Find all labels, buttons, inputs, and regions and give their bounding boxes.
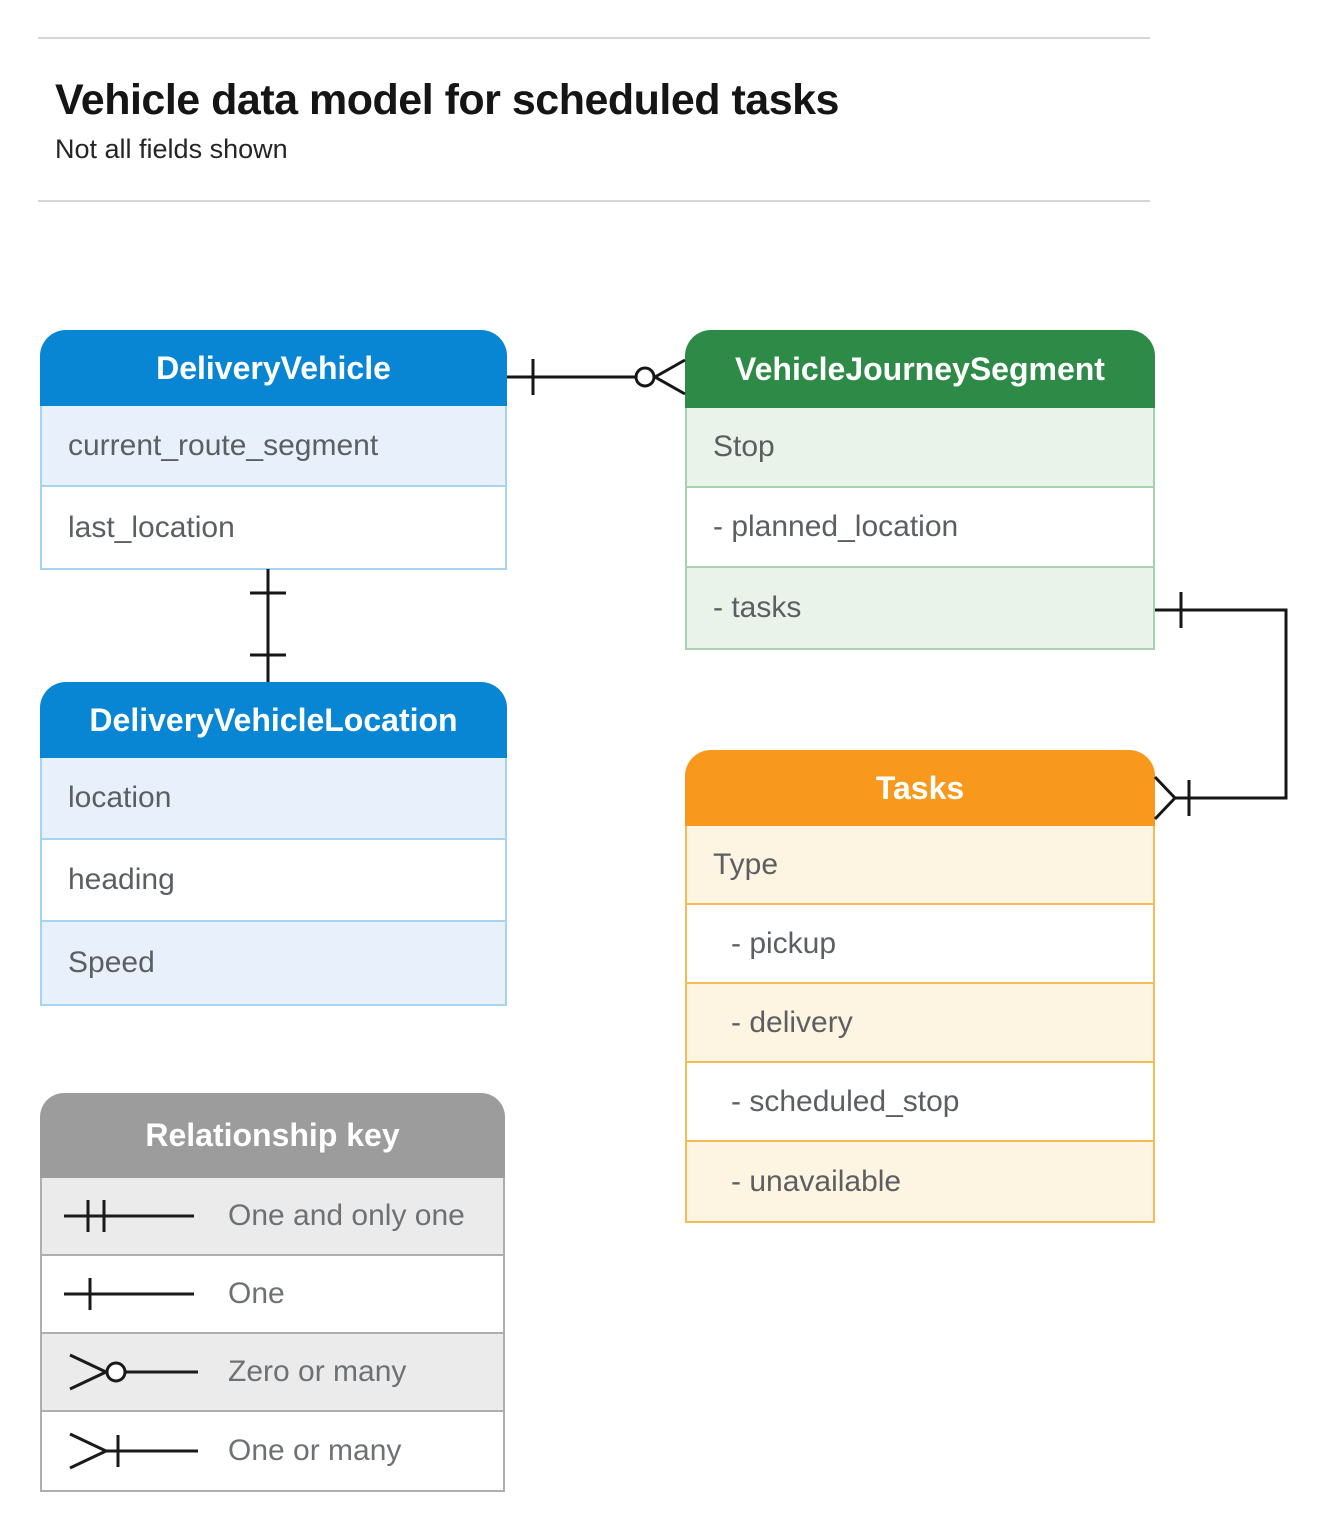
connector-deliveryvehicle-deliveryvehiclelocation bbox=[250, 569, 286, 682]
entity-delivery-vehicle: DeliveryVehicle current_route_segment la… bbox=[40, 330, 507, 570]
legend-item-label: One or many bbox=[228, 1434, 402, 1467]
entity-field-list: Stop - planned_location - tasks bbox=[685, 408, 1155, 650]
entity-field-list: location heading Speed bbox=[40, 758, 507, 1006]
legend-item-label: One bbox=[228, 1277, 285, 1310]
entity-field: last_location bbox=[42, 487, 505, 568]
page-subtitle: Not all fields shown bbox=[55, 134, 288, 164]
entity-title: Tasks bbox=[685, 750, 1155, 826]
legend-item-one-or-many: One or many bbox=[42, 1412, 503, 1490]
header-divider bbox=[38, 200, 1150, 202]
entity-title: DeliveryVehicle bbox=[40, 330, 507, 406]
connector-deliveryvehicle-vehiclejourneysegment bbox=[507, 358, 686, 396]
entity-field: heading bbox=[42, 840, 505, 922]
entity-field: Stop bbox=[687, 408, 1153, 488]
entity-field-list: Type - pickup - delivery - scheduled_sto… bbox=[685, 826, 1155, 1223]
zero-or-many-icon bbox=[69, 1353, 198, 1391]
entity-field: location bbox=[42, 758, 505, 840]
one-and-only-one-icon bbox=[64, 1200, 194, 1232]
entity-field: - unavailable bbox=[687, 1142, 1153, 1221]
relationship-key: Relationship key One and only one bbox=[40, 1093, 505, 1492]
entity-field: Type bbox=[687, 826, 1153, 905]
entity-field: - tasks bbox=[687, 568, 1153, 648]
one-or-many-icon bbox=[69, 1432, 198, 1470]
relationship-key-list: One and only one One bbox=[40, 1178, 505, 1492]
entity-field-list: current_route_segment last_location bbox=[40, 406, 507, 570]
page-title: Vehicle data model for scheduled tasks bbox=[55, 76, 839, 124]
entity-field: - planned_location bbox=[687, 488, 1153, 568]
one-icon bbox=[64, 1278, 194, 1310]
entity-field: - pickup bbox=[687, 905, 1153, 984]
legend-item-zero-or-many: Zero or many bbox=[42, 1334, 503, 1412]
top-divider bbox=[38, 37, 1150, 39]
entity-field: Speed bbox=[42, 922, 505, 1004]
entity-field: - delivery bbox=[687, 984, 1153, 1063]
legend-item-label: One and only one bbox=[228, 1199, 465, 1232]
entity-title: DeliveryVehicleLocation bbox=[40, 682, 507, 758]
connector-vehiclejourneysegment-tasks bbox=[1153, 592, 1288, 821]
entity-title: VehicleJourneySegment bbox=[685, 330, 1155, 408]
entity-field: current_route_segment bbox=[42, 406, 505, 487]
relationship-key-title: Relationship key bbox=[40, 1093, 505, 1178]
entity-vehicle-journey-segment: VehicleJourneySegment Stop - planned_loc… bbox=[685, 330, 1155, 650]
entity-delivery-vehicle-location: DeliveryVehicleLocation location heading… bbox=[40, 682, 507, 1006]
entity-field: - scheduled_stop bbox=[687, 1063, 1153, 1142]
entity-tasks: Tasks Type - pickup - delivery - schedul… bbox=[685, 750, 1155, 1223]
legend-item-one-and-only-one: One and only one bbox=[42, 1178, 503, 1256]
legend-item-one: One bbox=[42, 1256, 503, 1334]
legend-item-label: Zero or many bbox=[228, 1355, 407, 1388]
